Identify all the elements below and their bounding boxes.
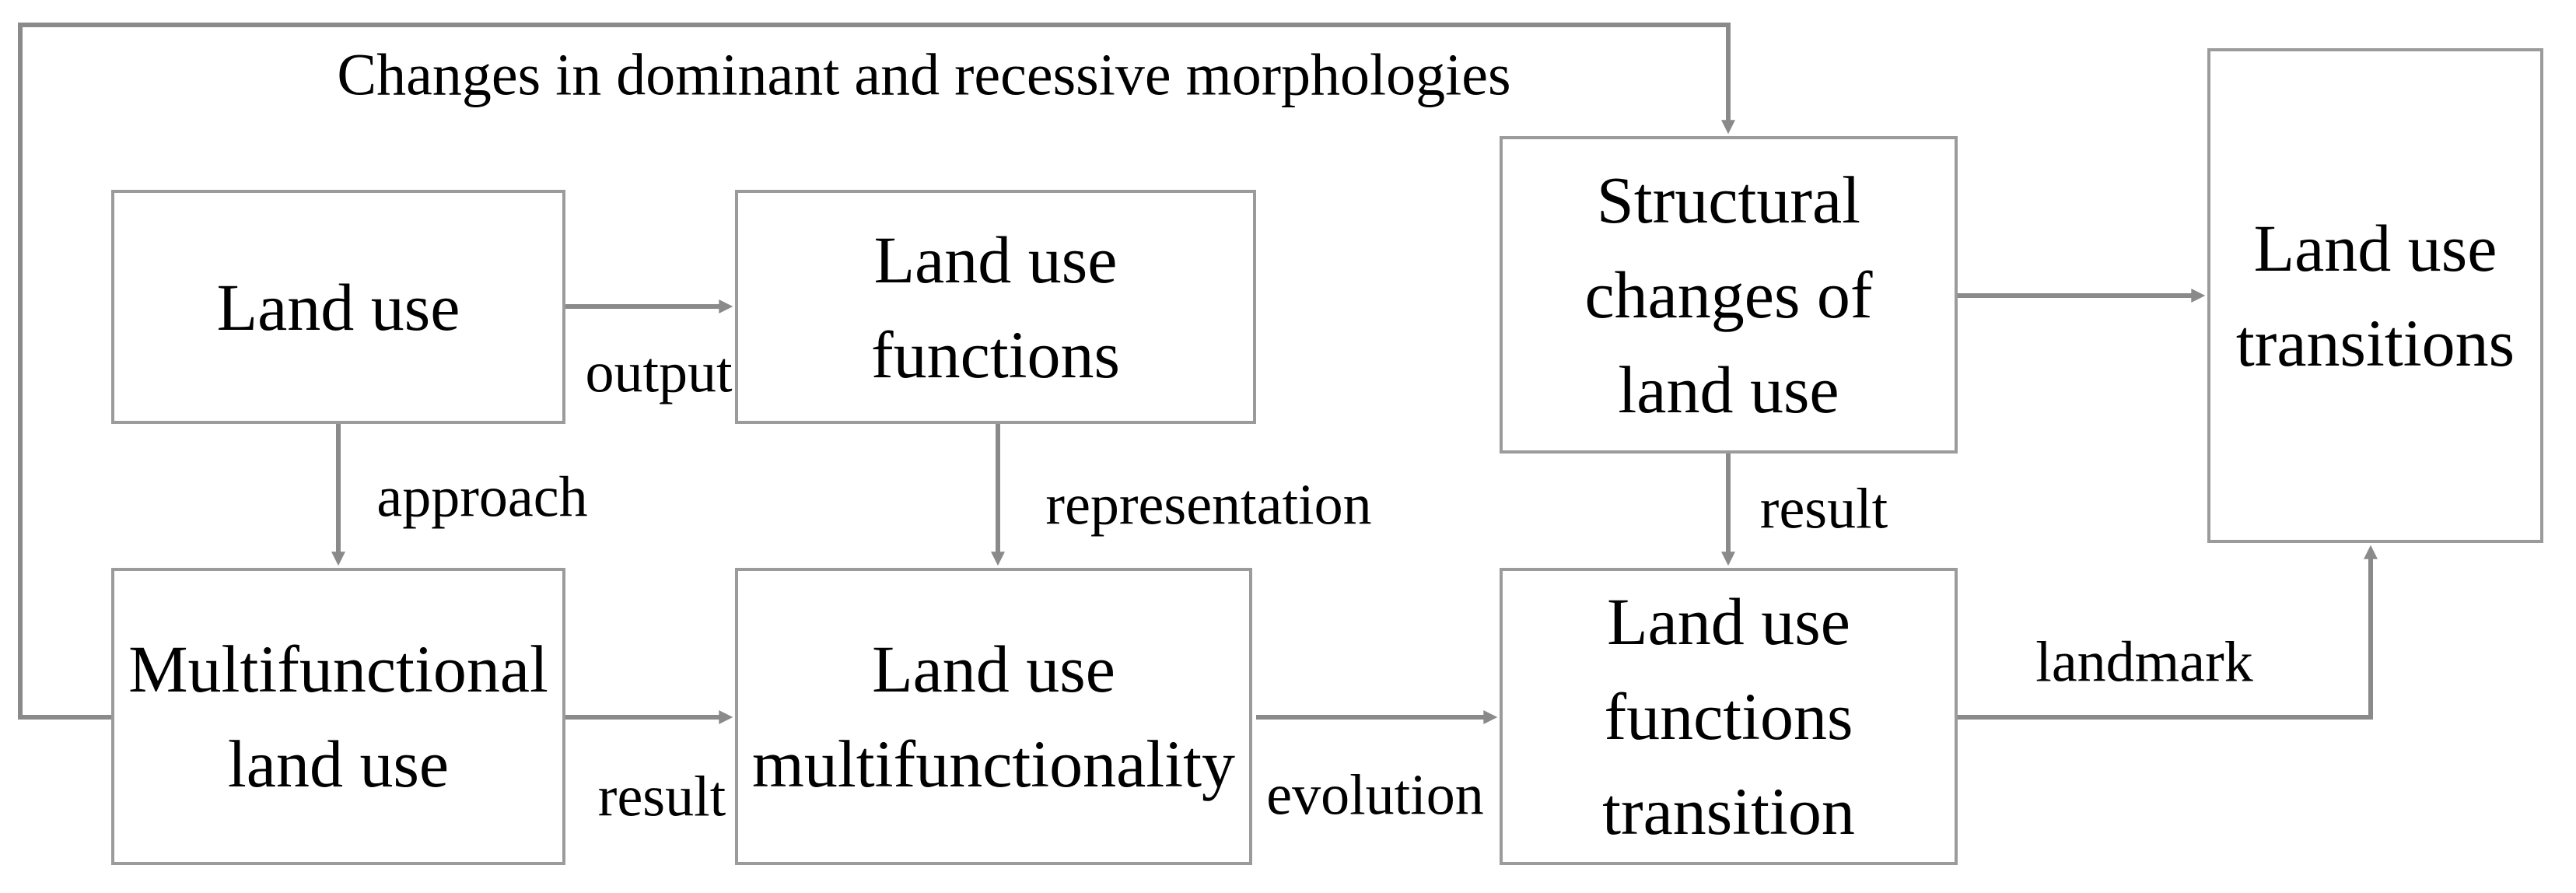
box-land-use-multifunctionality: Land use multifunctionality <box>735 568 1252 865</box>
box-land-use-functions: Land use functions <box>735 190 1256 424</box>
box-land-use-functions-transition: Land use functions transition <box>1500 568 1958 865</box>
box-land-use: Land use <box>111 190 565 424</box>
box-land-use-transitions: Land use transitions <box>2207 48 2543 543</box>
edge-label-landmark: landmark <box>2035 630 2253 695</box>
edge-label-representation: representation <box>1045 473 1372 538</box>
edge-label-result-multifunctional: result <box>597 765 726 829</box>
feedback-loop-line <box>18 23 1735 720</box>
box-structural-changes-of-land-use: Structural changes of land use <box>1500 136 1958 454</box>
arrow-landmark <box>1958 545 2378 720</box>
box-multifunctional-land-use: Multifunctional land use <box>111 568 565 865</box>
edge-label-evolution: evolution <box>1266 763 1484 828</box>
edge-label-approach: approach <box>376 465 588 530</box>
edge-label-result-structural: result <box>1759 477 1888 541</box>
diagram-title: Changes in dominant and recessive morpho… <box>337 42 1511 108</box>
edge-label-output: output <box>585 341 733 405</box>
